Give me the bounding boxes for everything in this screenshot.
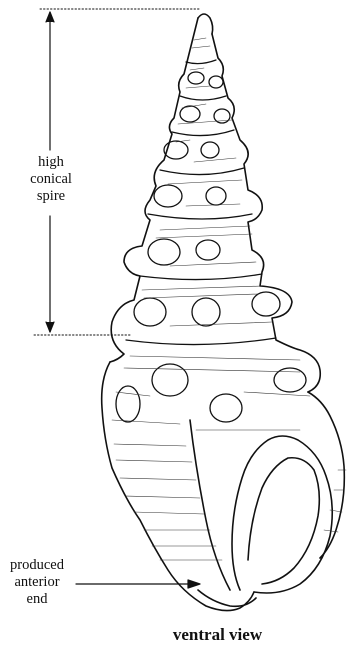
shell-hatching xyxy=(112,38,346,560)
spire-label-line2: conical xyxy=(16,171,86,188)
anterior-label-line2: anterior xyxy=(0,574,74,591)
figure-caption: ventral view xyxy=(0,625,351,645)
anterior-end-label: produced anterior end xyxy=(0,557,74,608)
anterior-label-line1: produced xyxy=(0,557,74,574)
anterior-label-line3: end xyxy=(0,591,74,608)
spire-label-line3: spire xyxy=(16,188,86,205)
spire-label: high conical spire xyxy=(16,154,86,205)
shell-outline xyxy=(102,14,345,611)
shell-tubercles xyxy=(116,72,306,422)
spire-label-line1: high xyxy=(16,154,86,171)
